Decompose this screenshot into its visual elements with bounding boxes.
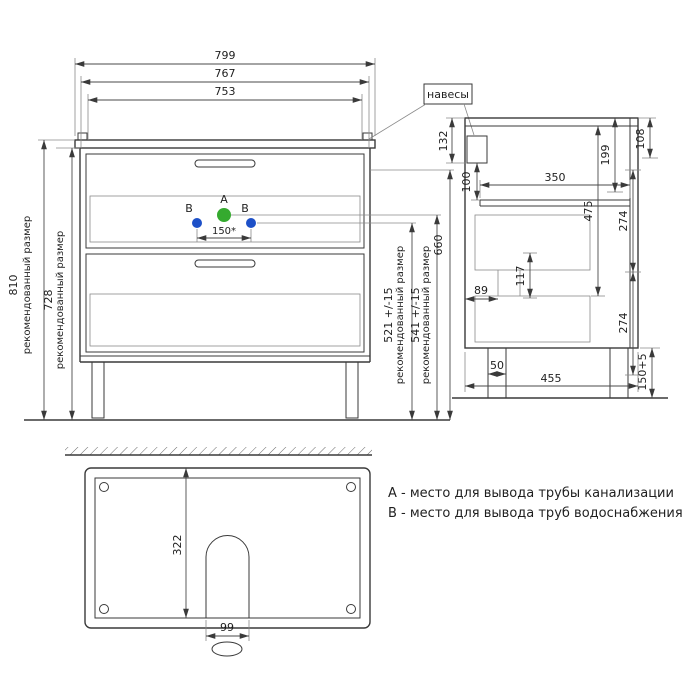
- dim-350-value: 350: [545, 171, 566, 184]
- pipe-cutout-u: [205, 535, 250, 618]
- leg-mark-top-right: [346, 482, 356, 492]
- wall-hanger-right: [362, 132, 373, 141]
- dim-height-728: 728 рекомендованный размер: [42, 147, 80, 420]
- dim-810-note: рекомендованный размер: [22, 216, 33, 354]
- dim-274-top-value: 274: [617, 211, 630, 232]
- side-drawer-1-box: [474, 214, 591, 271]
- dim-455-value: 455: [541, 372, 562, 385]
- point-b-water-left: [192, 218, 202, 228]
- dim-width-767: 767: [80, 67, 370, 148]
- dim-521-value: 521 +/-15: [382, 287, 395, 342]
- dim-150-value: 150*: [212, 226, 236, 237]
- point-b-water-right: [246, 218, 256, 228]
- dim-height-660: 660: [370, 169, 454, 420]
- dim-199: 199: [599, 118, 623, 193]
- side-drawer-2-box: [474, 295, 591, 343]
- leg-mark-bottom-right: [346, 604, 356, 614]
- dim-117-value: 117: [514, 266, 527, 287]
- dim-108-value: 108: [634, 129, 647, 150]
- drawer-2-handle: [194, 259, 256, 268]
- dim-108: 108: [634, 117, 658, 159]
- bottom-view: [65, 447, 372, 657]
- side-leg-front: [487, 347, 507, 399]
- dim-541-note: рекомендованный размер: [421, 246, 432, 384]
- dim-50: 50: [488, 359, 506, 377]
- dim-728-value: 728: [42, 290, 55, 311]
- dim-height-541: 541 +/-15 рекомендованный размер: [231, 214, 441, 420]
- naves-callout: навесы: [368, 83, 475, 140]
- dim-322: 322: [171, 468, 189, 618]
- dim-810-value: 810: [7, 275, 20, 296]
- dim-100-value: 100: [460, 172, 473, 193]
- dim-521-note: рекомендованный размер: [395, 246, 406, 384]
- dim-660-value: 660: [432, 235, 445, 256]
- bottom-outline: [84, 467, 371, 629]
- wall-hatching: [65, 447, 372, 455]
- dim-89: 89: [465, 284, 498, 302]
- dim-753-value: 753: [215, 85, 236, 98]
- leg-right: [345, 361, 359, 419]
- dim-728-note: рекомендованный размер: [55, 231, 66, 369]
- dim-455: 455: [464, 352, 639, 392]
- side-body: [464, 117, 639, 349]
- point-a-label: А: [220, 193, 228, 206]
- legend: А - место для вывода трубы канализации В…: [388, 486, 683, 521]
- drawer-1-inner-panel: [89, 195, 361, 243]
- dim-99: 99: [205, 620, 250, 641]
- dim-475: 475: [582, 126, 605, 297]
- dim-274-top: 274: [617, 169, 641, 273]
- countertop: [74, 139, 376, 149]
- point-b-right-label: В: [241, 202, 249, 215]
- leg-mark-bottom-left: [99, 604, 109, 614]
- dim-150-5-value: 150+5: [636, 353, 649, 390]
- dim-541-value: 541 +/-15: [409, 287, 422, 342]
- point-b-left-label: В: [185, 202, 193, 215]
- side-leg-back: [609, 347, 629, 399]
- dim-767-value: 767: [215, 67, 236, 80]
- dim-50-value: 50: [490, 359, 504, 372]
- dim-799-value: 799: [215, 49, 236, 62]
- naves-label: навесы: [427, 88, 469, 101]
- dim-width-753: 753: [87, 85, 363, 140]
- dim-350: 350: [479, 171, 631, 198]
- wall-hanger-left: [77, 132, 88, 141]
- dim-99-value: 99: [220, 621, 234, 634]
- legend-line-b: В - место для вывода труб водоснабжения: [388, 506, 683, 521]
- dim-132: 132: [437, 117, 467, 164]
- side-hanger-bracket: [466, 135, 488, 164]
- dim-475-value: 475: [582, 201, 595, 222]
- dim-height-521: 521 +/-15 рекомендованный размер: [257, 222, 416, 420]
- leg-left: [91, 361, 105, 419]
- dim-height-810: 810 рекомендованный размер: [7, 139, 75, 420]
- side-view: [452, 117, 668, 399]
- dim-width-799: 799: [74, 49, 376, 136]
- dim-150-5: 150+5: [636, 347, 660, 398]
- dim-199-value: 199: [599, 145, 612, 166]
- drawer-1: [85, 153, 365, 249]
- dim-ab-150: 150*: [196, 226, 252, 242]
- bottom-inner-outline: [94, 477, 361, 619]
- drawer-2: [85, 253, 365, 353]
- naves-box: [423, 83, 473, 105]
- dim-100: 100: [460, 163, 480, 201]
- point-a-drain: [217, 208, 231, 222]
- dim-274-bottom-value: 274: [617, 313, 630, 334]
- dim-274-bottom: 274: [617, 272, 641, 376]
- legend-line-a: А - место для вывода трубы канализации: [388, 486, 674, 501]
- dim-89-value: 89: [474, 284, 488, 297]
- dim-117: 117: [514, 252, 537, 299]
- drain-oval: [211, 641, 243, 657]
- dim-132-value: 132: [437, 131, 450, 152]
- dim-322-value: 322: [171, 535, 184, 556]
- drawer-2-inner-panel: [89, 293, 361, 347]
- leg-mark-top-left: [99, 482, 109, 492]
- front-view: А В В: [24, 132, 450, 421]
- drawer-1-handle: [194, 159, 256, 168]
